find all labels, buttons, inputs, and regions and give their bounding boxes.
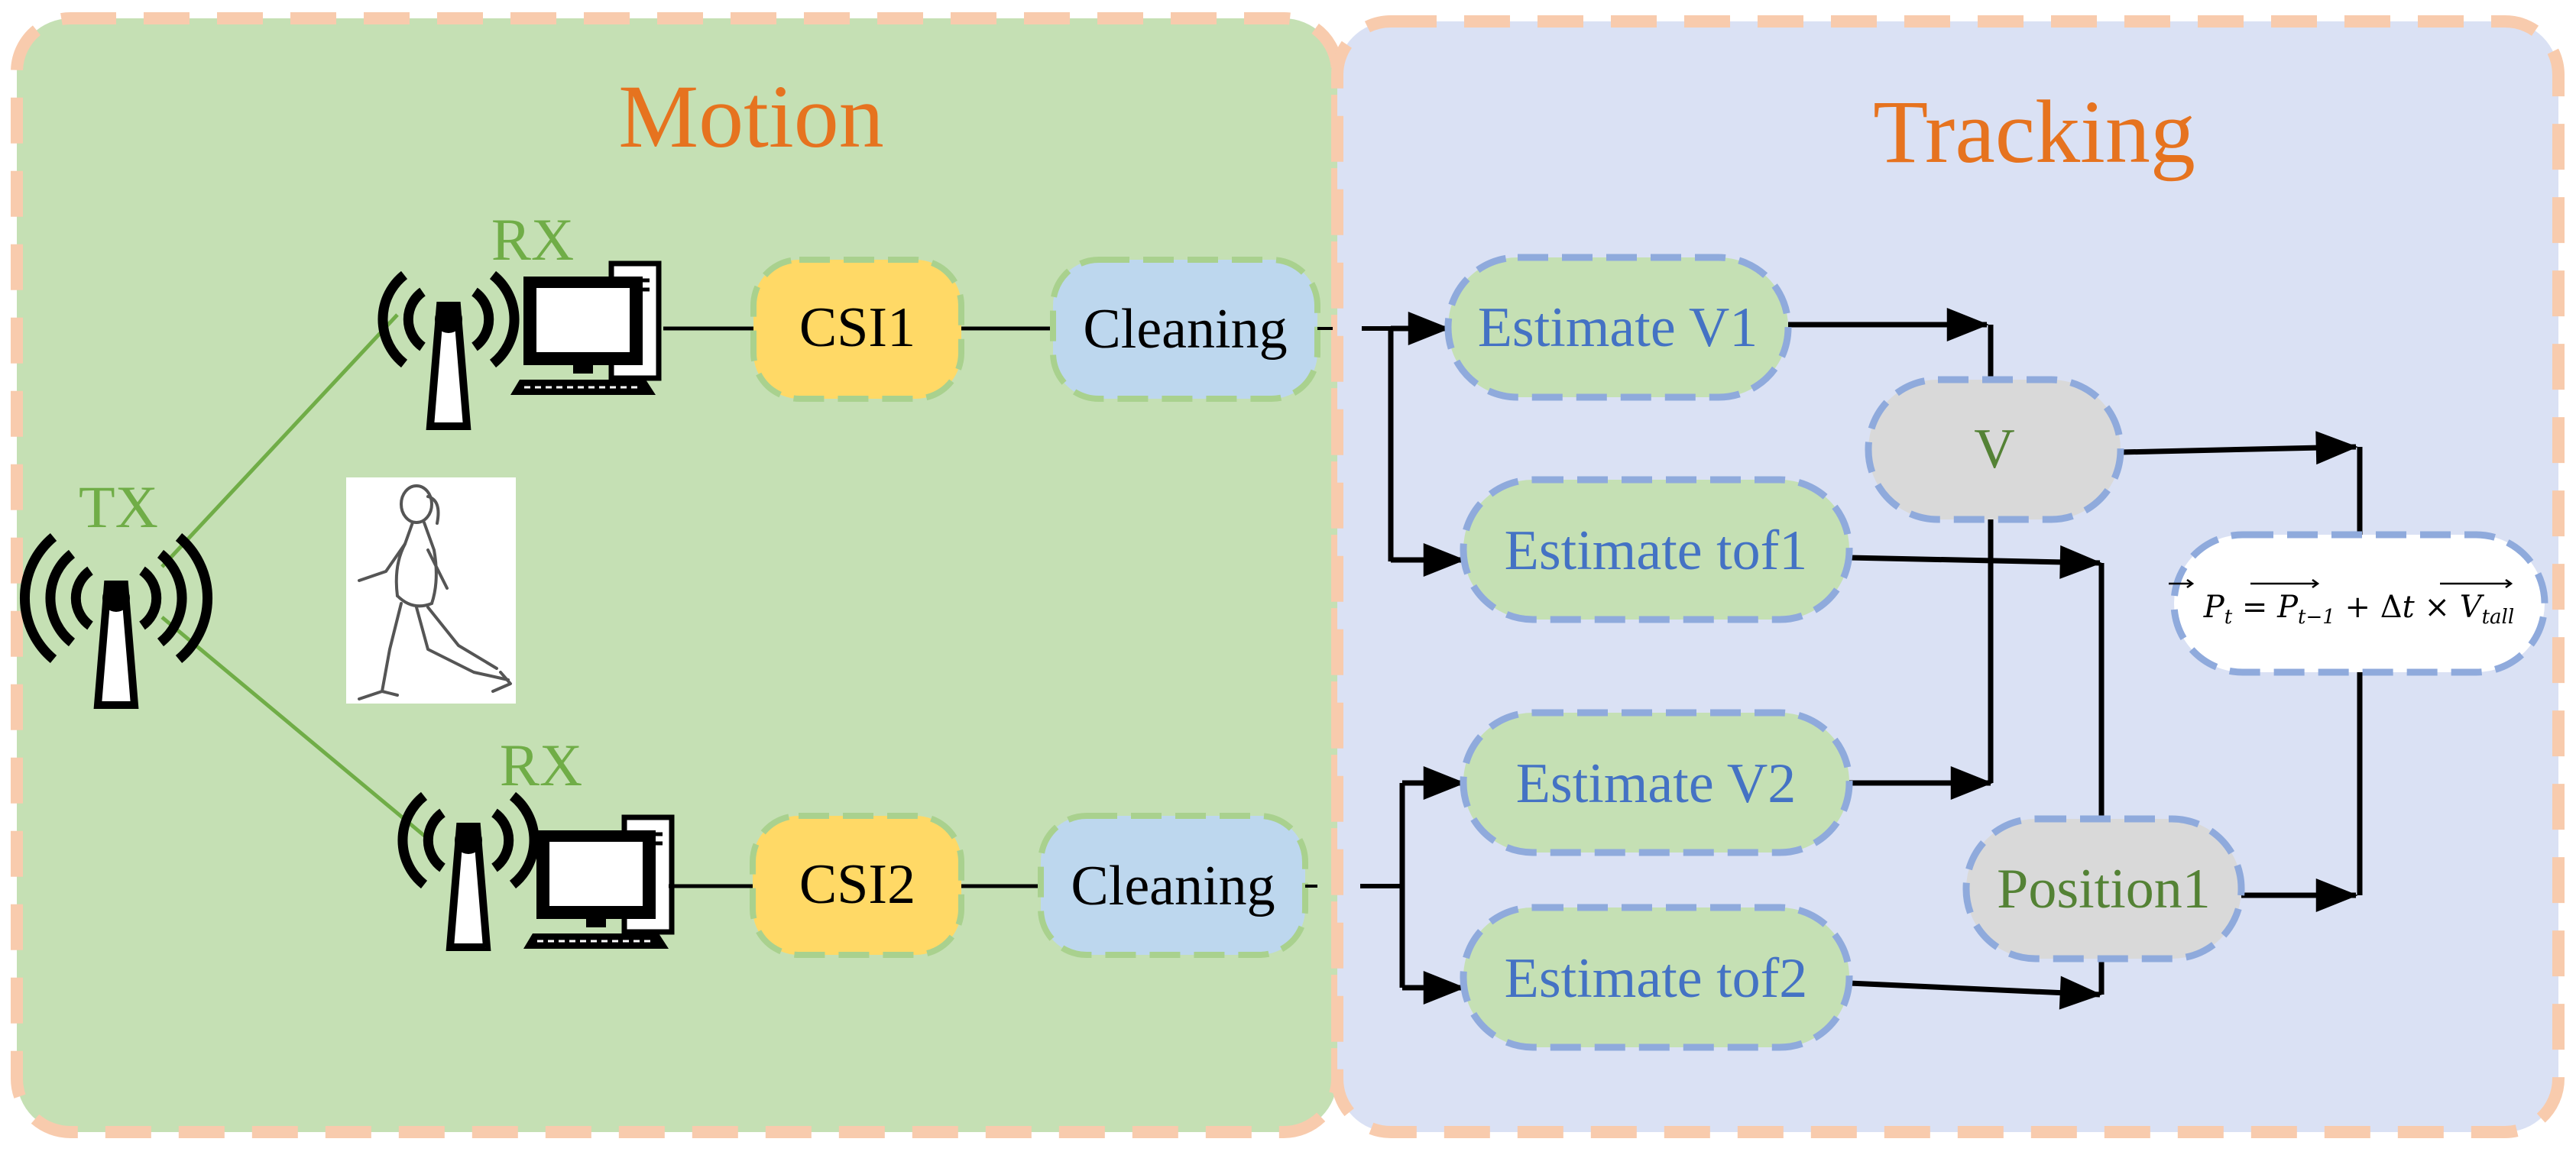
rx1-label: RX <box>491 206 574 273</box>
rx1-antenna-icon <box>377 270 520 430</box>
csi2-box: CSI2 <box>750 813 964 958</box>
csi2-label: CSI2 <box>799 853 915 916</box>
motion-panel: Motion <box>11 12 1343 1138</box>
formula-node: Pt = Pt−1 + Δt × Vtall <box>2169 531 2548 676</box>
tracking-connectors <box>1305 308 2363 1010</box>
estimate-v2-node: Estimate V2 <box>1460 709 1853 856</box>
cleaning2-box: Cleaning <box>1038 813 1308 958</box>
v-label: V <box>1974 418 2014 480</box>
estimate-v1-label: Estimate V1 <box>1478 296 1758 359</box>
v-node: V <box>1865 376 2124 523</box>
cleaning1-box: Cleaning <box>1050 257 1320 402</box>
motion-connectors <box>663 326 1053 888</box>
rx1-computer-icon <box>510 260 662 395</box>
csi1-label: CSI1 <box>799 296 915 359</box>
link-tx-rx1 <box>160 313 399 568</box>
position1-node: Position1 <box>1962 815 2245 962</box>
rx2-label: RX <box>500 732 582 798</box>
cleaning2-label: Cleaning <box>1071 855 1275 917</box>
tracking-title: Tracking <box>1873 82 2195 182</box>
estimate-tof1-node: Estimate tof1 <box>1460 476 1853 623</box>
estimate-tof2-node: Estimate tof2 <box>1460 904 1853 1051</box>
position-update-formula: Pt = Pt−1 + Δt × Vtall <box>2203 590 2514 629</box>
cleaning1-label: Cleaning <box>1083 298 1287 361</box>
motion-panel-bg <box>11 12 1343 1138</box>
estimate-tof1-label: Estimate tof1 <box>1505 519 1808 582</box>
link-tx-rx2 <box>160 616 429 840</box>
estimate-v2-label: Estimate V2 <box>1516 752 1797 815</box>
rx2-antenna-icon <box>397 791 540 951</box>
walking-person-icon <box>346 477 516 704</box>
motion-title: Motion <box>618 66 884 167</box>
estimate-v1-node: Estimate V1 <box>1444 254 1792 401</box>
rx2-computer-icon <box>523 814 675 949</box>
position1-label: Position1 <box>1997 858 2211 920</box>
csi1-box: CSI1 <box>750 257 964 402</box>
tx-label: TX <box>79 474 158 540</box>
estimate-tof2-label: Estimate tof2 <box>1505 947 1808 1010</box>
